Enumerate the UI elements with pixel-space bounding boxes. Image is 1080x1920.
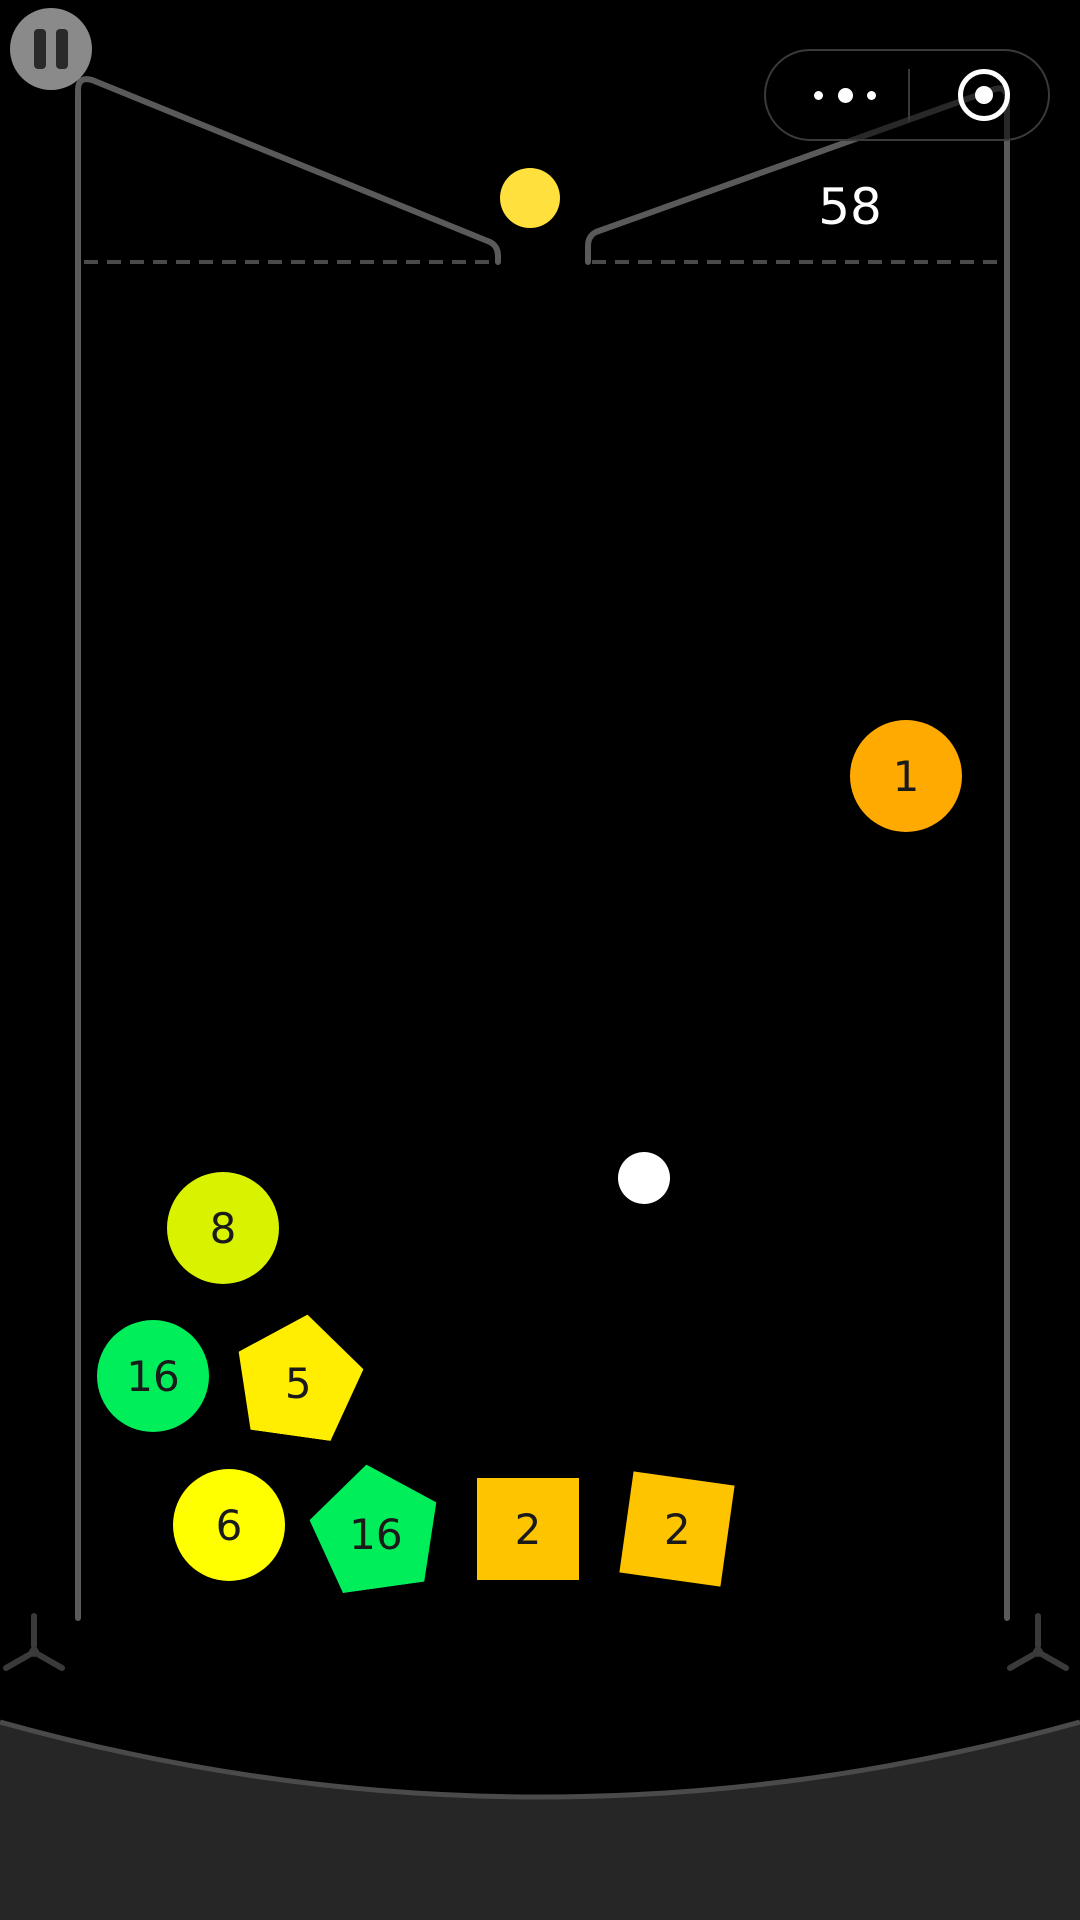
shape-label: 16 — [349, 1509, 403, 1559]
shape-label: 1 — [892, 751, 920, 801]
score-counter: 58 — [818, 178, 882, 236]
left-wall — [75, 76, 501, 1621]
shape-square-2b: 2 — [619, 1471, 735, 1587]
bottom-tray — [0, 1722, 1080, 1920]
pause-icon — [29, 29, 73, 69]
shape-label: 8 — [209, 1203, 237, 1253]
shape-circle-1: 1 — [850, 720, 962, 832]
shape-label: 16 — [126, 1351, 180, 1401]
cue-ball — [618, 1152, 670, 1204]
shape-label: 6 — [215, 1500, 243, 1550]
target-close-icon[interactable] — [958, 69, 1010, 121]
left-tripod-icon — [3, 1613, 65, 1671]
capsule-divider — [908, 69, 910, 121]
shape-square-2a: 2 — [477, 1478, 579, 1580]
next-ball — [500, 168, 560, 228]
right-wall — [585, 85, 1010, 1621]
mini-program-capsule — [764, 49, 1050, 141]
shape-label: 2 — [514, 1504, 542, 1554]
more-dots-icon[interactable] — [814, 51, 876, 139]
shape-circle-8: 8 — [167, 1172, 279, 1284]
right-tripod-icon — [1007, 1613, 1069, 1671]
shape-circle-6: 6 — [173, 1469, 285, 1581]
bottom-tray-edge — [0, 1719, 1080, 1800]
shape-circle-16: 16 — [97, 1320, 209, 1432]
shape-label: 5 — [284, 1358, 312, 1408]
shape-label: 2 — [663, 1504, 691, 1554]
pause-button[interactable] — [10, 8, 92, 90]
